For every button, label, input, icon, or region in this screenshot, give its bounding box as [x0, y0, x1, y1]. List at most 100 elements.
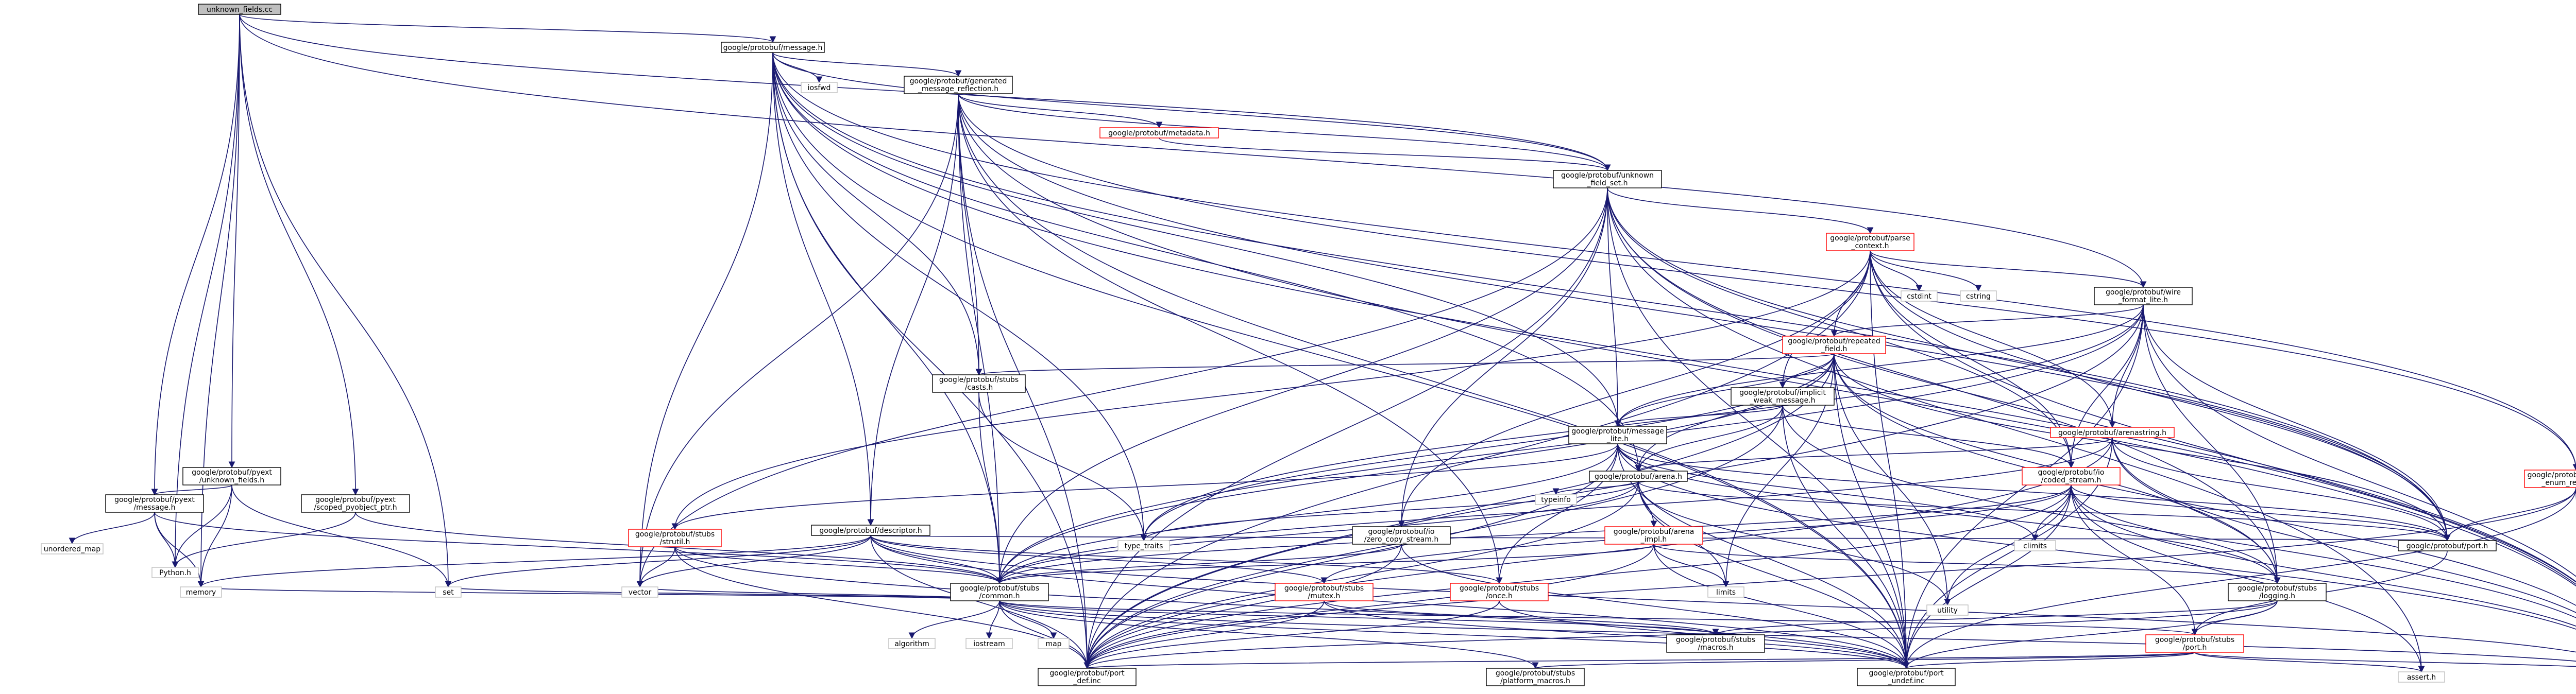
node-box [1038, 638, 1070, 649]
node-stubs-common[interactable]: google/protobuf/stubs/common.h [950, 583, 1049, 601]
edge-pyext_unknown_fields-to-pyext_message [151, 484, 232, 496]
node-port-h[interactable]: google/protobuf/port.h [2398, 540, 2497, 551]
node-label: google/protobuf/descriptor.h [819, 527, 922, 535]
node-stubs-macros[interactable]: google/protobuf/stubs/macros.h [1666, 634, 1765, 653]
node-implicit-weak[interactable]: google/protobuf/implicit_weak_message.h [1731, 387, 1835, 406]
node-root[interactable]: unknown_fields.cc [198, 4, 281, 15]
node-box [628, 529, 722, 547]
node-coded-stream[interactable]: google/protobuf/io/coded_stream.h [2022, 467, 2121, 485]
edge-repeated_field-to-port_h [1834, 353, 2451, 542]
node-label: google/protobuf/metadata.h [1108, 129, 1210, 137]
node-label: type_traits [1125, 542, 1163, 550]
edge-repeated_field-to-string [1834, 353, 2576, 606]
edge-unknown_field_set-to-vector [636, 187, 1608, 588]
node-label: google/protobuf/stubs [1496, 669, 1575, 678]
node-label: /strutil.h [660, 538, 690, 546]
node-box [721, 42, 825, 53]
edge-pyext_message-to-stubs_common [154, 512, 1003, 584]
node-port-undef[interactable]: google/protobuf/port_undef.inc [1857, 668, 1956, 686]
edge-descriptor_h-to-set [445, 535, 871, 588]
edge-stubs_port-to-port_def [1084, 652, 2195, 669]
edge-repeated_field-to-message_lite [1614, 353, 1835, 427]
edge-message_lite-to-stubs_strutil [671, 443, 1618, 530]
edge-repeated_field-to-port_def [1083, 353, 1835, 669]
node-box [2094, 287, 2193, 305]
node-metadata[interactable]: google/protobuf/metadata.h [1099, 127, 1219, 138]
node-parse-context[interactable]: google/protobuf/parse_context.h [1826, 233, 1914, 251]
node-unknown-field-set[interactable]: google/protobuf/unknown_field_set.h [1553, 170, 1662, 188]
node-box [1352, 526, 1451, 545]
edge-parse_context-to-implicit_weak [1779, 250, 1871, 389]
edge-arenastring-to-stubs_logging [2112, 437, 2281, 584]
node-box [2145, 634, 2244, 653]
node-zero-copy[interactable]: google/protobuf/io/zero_copy_stream.h [1352, 526, 1451, 545]
node-descriptor-h[interactable]: google/protobuf/descriptor.h [811, 525, 930, 536]
edge-arena_impl-to-limits [1653, 544, 1730, 588]
node-gen-msg-refl[interactable]: google/protobuf/generated_message_reflec… [904, 76, 1013, 94]
edge-pyext_message-to-memory [154, 512, 205, 588]
node-label: google/protobuf/message [1571, 427, 1664, 436]
edge-message_lite-to-port_def [1083, 443, 1618, 669]
edge-unknown_field_set-to-port_h [1607, 187, 2451, 542]
edge-arena_h-to-port_def [1083, 481, 1639, 669]
edge-coded_stream-to-stubs_common [996, 484, 2072, 584]
node-box [435, 586, 462, 598]
node-label: _field.h [1821, 345, 1848, 353]
edge-gen_msg_refl-to-stubs_once [958, 93, 1503, 584]
node-iosfwd: iosfwd [801, 82, 838, 93]
edge-message_h-to-type_traits [772, 52, 1147, 542]
edge-stubs_casts-to-stubs_common [978, 392, 1003, 584]
node-pyext-unknown-fields[interactable]: google/protobuf/pyext/unknown_fields.h [182, 467, 281, 485]
node-box [1826, 233, 1914, 251]
node-box [105, 494, 204, 513]
node-box [41, 543, 104, 554]
node-wire-format-lite[interactable]: google/protobuf/wire_format_lite.h [2094, 287, 2193, 305]
node-message-h[interactable]: google/protobuf/message.h [721, 42, 825, 53]
edge-parse_context-to-cstdint [1870, 250, 1923, 292]
edge-message_h-to-descriptor_h [772, 52, 874, 526]
node-stubs-casts[interactable]: google/protobuf/stubs/casts.h [932, 374, 1026, 393]
edge-implicit_weak-to-coded_stream [1782, 405, 2075, 469]
node-label: google/protobuf/message.h [723, 44, 823, 52]
edge-descriptor_h-to-port_def [870, 535, 1091, 669]
node-stubs-mutex[interactable]: google/protobuf/stubs/mutex.h [1275, 583, 1374, 601]
node-utility: utility [1926, 604, 1969, 616]
node-arena-impl[interactable]: google/protobuf/arena_impl.h [1604, 526, 1703, 545]
node-scoped-pyobject[interactable]: google/protobuf/pyext/scoped_pyobject_pt… [301, 494, 410, 513]
edge-gen_msg_refl-to-descriptor_h [867, 93, 959, 526]
node-repeated-field[interactable]: google/protobuf/repeated_field.h [1782, 336, 1886, 354]
edge-stubs_common-to-memory [198, 586, 1000, 601]
node-label: google/protobuf/stubs [1460, 584, 1539, 593]
node-message-lite[interactable]: google/protobuf/message_lite.h [1568, 426, 1667, 444]
edge-message_lite-to-string [1617, 443, 2576, 630]
node-box [1960, 290, 1997, 302]
node-pyext-message[interactable]: google/protobuf/pyext/message.h [105, 494, 204, 513]
node-assert-h: assert.h [2398, 671, 2445, 683]
edge-arena_h-to-utility [1638, 481, 1951, 606]
node-label: /unknown_fields.h [199, 476, 264, 484]
node-stubs-strutil[interactable]: google/protobuf/stubs/strutil.h [628, 529, 722, 547]
edge-stubs_common-to-iostream [986, 600, 1000, 639]
node-label: /common.h [979, 592, 1020, 600]
node-label: map [1045, 640, 1061, 648]
node-arena-h[interactable]: google/protobuf/arena.h [1589, 471, 1688, 482]
node-port-def[interactable]: google/protobuf/port_def.inc [1038, 668, 1137, 686]
node-stubs-port[interactable]: google/protobuf/stubs/port.h [2145, 634, 2244, 653]
node-limits: limits [1707, 586, 1744, 598]
node-label: /once.h [1486, 592, 1513, 600]
node-box [1926, 604, 1969, 616]
edge-unknown_field_set-to-port_undef [1607, 187, 1910, 669]
node-stubs-logging[interactable]: google/protobuf/stubs/logging.h [2228, 583, 2327, 601]
node-label: _def.inc [1073, 677, 1100, 685]
node-gen-enum-refl[interactable]: google/protobuf/generated_enum_reflectio… [2524, 470, 2576, 488]
edge-coded_stream-to-port_h [2071, 484, 2451, 542]
node-label: google/protobuf/stubs [1284, 584, 1364, 593]
node-stubs-once[interactable]: google/protobuf/stubs/once.h [1450, 583, 1549, 601]
edge-implicit_weak-to-port_undef [1782, 405, 1910, 669]
node-cstdint: cstdint [1901, 290, 1938, 302]
node-label: /message.h [134, 504, 176, 512]
node-arenastring[interactable]: google/protobuf/arenastring.h [2050, 427, 2175, 438]
node-platform-macros[interactable]: google/protobuf/stubs/platform_macros.h [1486, 668, 1585, 686]
node-box [1731, 387, 1835, 406]
node-box [1486, 668, 1585, 686]
